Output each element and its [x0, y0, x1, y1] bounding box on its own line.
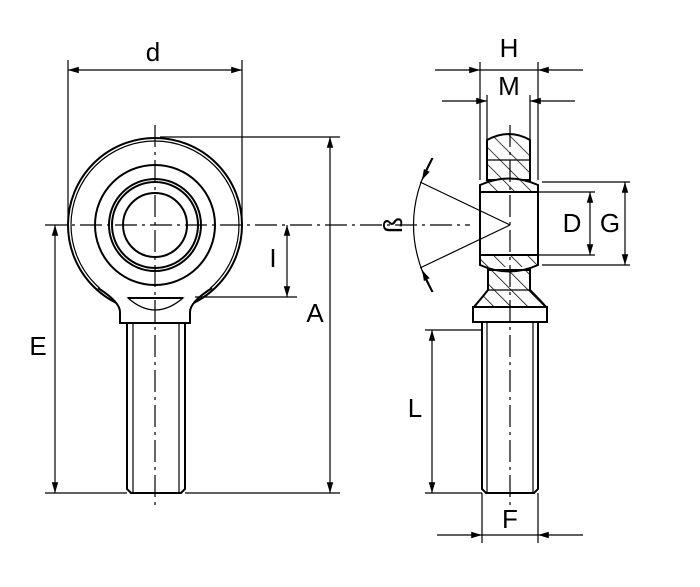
side-view	[472, 125, 548, 510]
dimension-G: G	[542, 181, 630, 266]
dimension-I: I	[195, 225, 297, 298]
dimension-beta: ß	[378, 157, 511, 293]
label-A: A	[306, 298, 324, 328]
label-I: I	[269, 243, 276, 273]
label-E: E	[29, 331, 46, 361]
dimension-E: E	[29, 225, 127, 494]
dimension-M: M	[442, 71, 575, 140]
dimension-L: L	[408, 329, 482, 494]
label-beta: ß	[378, 217, 408, 233]
label-d: d	[146, 37, 160, 67]
label-D: D	[563, 208, 582, 238]
label-L: L	[408, 393, 422, 423]
dimension-d: d	[67, 37, 243, 225]
front-view	[45, 125, 470, 510]
label-F: F	[502, 504, 518, 534]
label-M: M	[498, 71, 520, 101]
dimension-H: H	[435, 33, 583, 180]
dimension-D: D	[538, 191, 595, 256]
label-G: G	[600, 208, 620, 238]
dimension-F: F	[437, 493, 583, 543]
dimension-A: A	[160, 136, 340, 494]
label-H: H	[500, 33, 519, 63]
